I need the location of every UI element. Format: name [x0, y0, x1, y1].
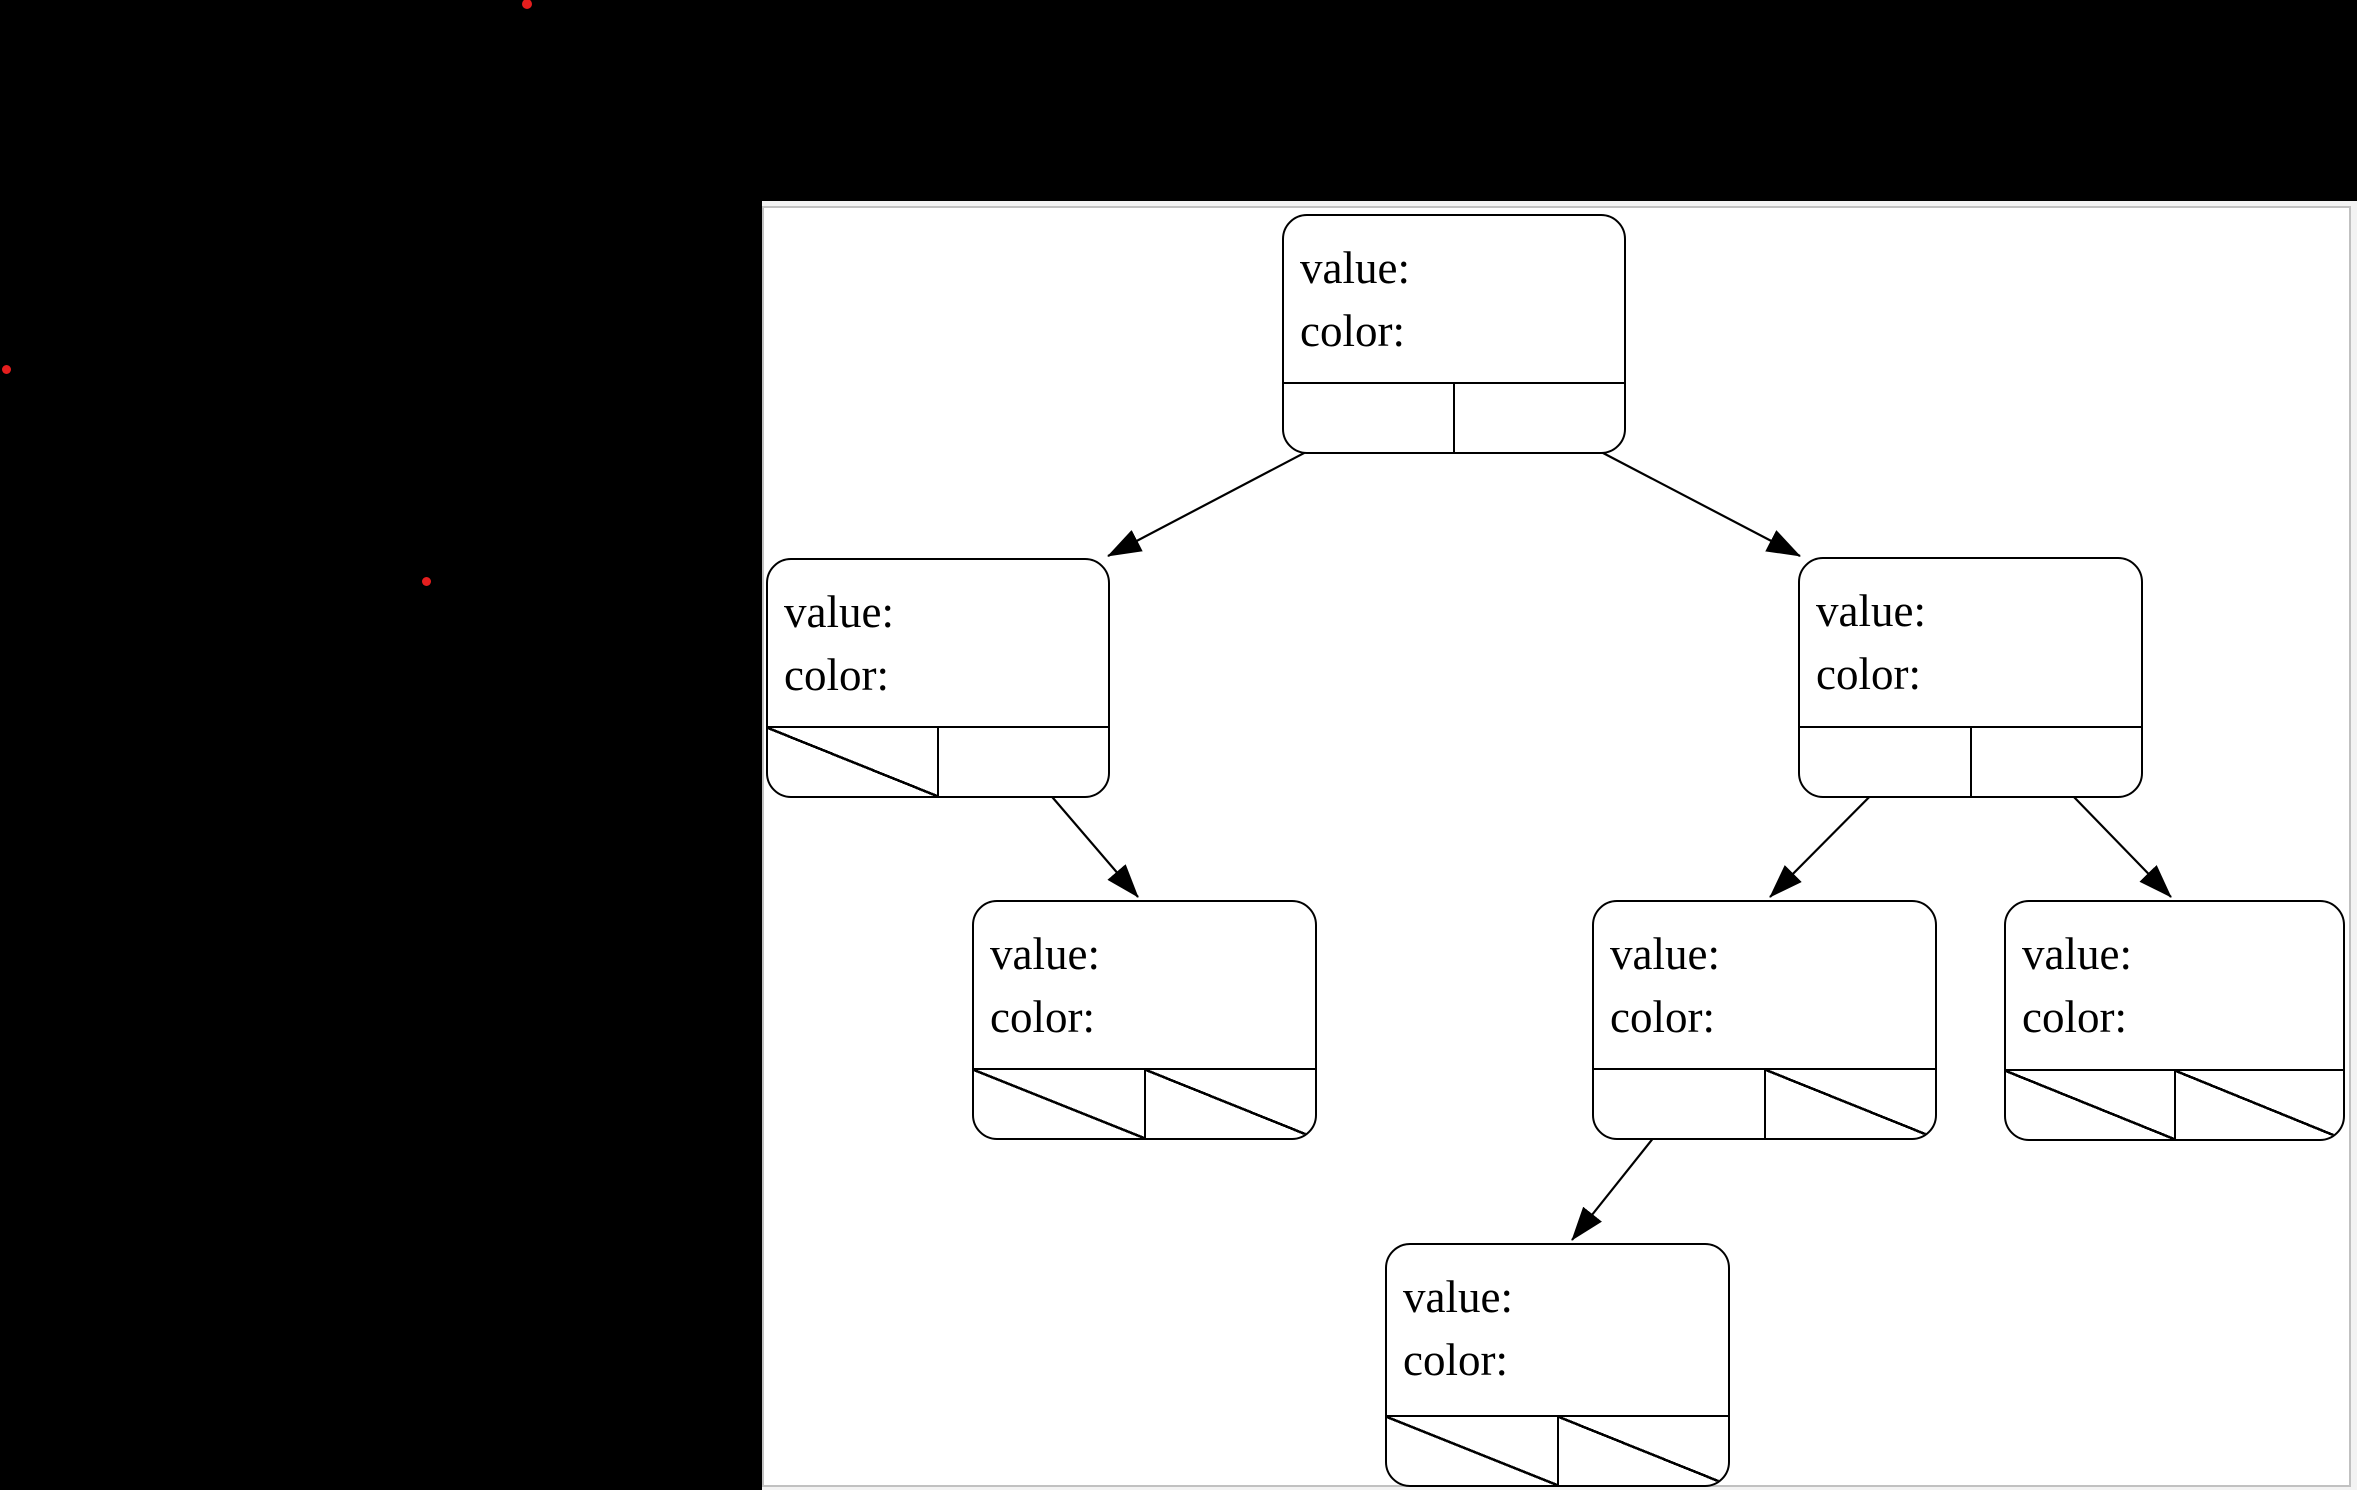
- right-pointer-cell: [1972, 728, 2142, 796]
- node-text: value: color:: [1284, 216, 1624, 363]
- pointer-row: [2006, 1069, 2343, 1139]
- node-color-label: color:: [1610, 992, 1715, 1042]
- tree-node-right-subtree-right-child: value: color:: [2004, 900, 2345, 1141]
- left-pointer-cell: [1800, 728, 1972, 796]
- pointer-row: [1594, 1068, 1935, 1138]
- node-value-label: value:: [2022, 929, 2132, 979]
- right-pointer-cell-null-slash: [1145, 1070, 1315, 1138]
- pointer-row: [1284, 382, 1624, 452]
- right-pointer-cell-null-slash: [1558, 1417, 1728, 1485]
- node-text: value: color:: [768, 560, 1108, 707]
- node-text: value: color:: [1800, 559, 2141, 706]
- tree-node-root: value: color:: [1282, 214, 1626, 454]
- node-color-label: color:: [2022, 992, 2127, 1042]
- left-pointer-cell: [1284, 384, 1455, 452]
- pointer-row: [1800, 726, 2141, 796]
- tree-node-right-subtree-left-grandchild: value: color:: [1385, 1243, 1730, 1487]
- left-pointer-cell: [1594, 1070, 1766, 1138]
- node-color-label: color:: [1300, 306, 1405, 356]
- node-color-label: color:: [784, 650, 889, 700]
- node-text: value: color:: [974, 902, 1315, 1049]
- red-dot-3: [421, 576, 431, 586]
- tree-node-root-right-child: value: color:: [1798, 557, 2143, 798]
- left-pointer-cell-null-slash: [2006, 1071, 2176, 1139]
- tree-node-left-subtree-right-child: value: color:: [972, 900, 1317, 1140]
- left-pointer-cell-null-slash: [768, 728, 939, 796]
- right-pointer-cell: [939, 728, 1108, 796]
- right-pointer-cell-null-slash: [1765, 1070, 1935, 1138]
- right-pointer-cell-null-slash: [2175, 1071, 2343, 1139]
- node-color-label: color:: [990, 992, 1095, 1042]
- tree-node-root-left-child: value: color:: [766, 558, 1110, 798]
- node-color-label: color:: [1816, 649, 1921, 699]
- red-dot-2: [1, 364, 11, 374]
- node-value-label: value:: [990, 929, 1100, 979]
- pointer-row: [974, 1068, 1315, 1138]
- left-pointer-cell-null-slash: [974, 1070, 1146, 1138]
- node-color-label: color:: [1403, 1335, 1508, 1385]
- left-pointer-cell-null-slash: [1387, 1417, 1559, 1485]
- node-text: value: color:: [1387, 1245, 1728, 1392]
- red-dot-1: [522, 0, 532, 9]
- node-text: value: color:: [2006, 902, 2343, 1049]
- tree-node-right-subtree-left-child: value: color:: [1592, 900, 1937, 1140]
- node-value-label: value:: [1816, 586, 1926, 636]
- right-pointer-cell: [1455, 384, 1624, 452]
- node-text: value: color:: [1594, 902, 1935, 1049]
- pointer-row: [768, 726, 1108, 796]
- node-value-label: value:: [1300, 243, 1410, 293]
- pointer-row: [1387, 1415, 1728, 1485]
- node-value-label: value:: [1403, 1272, 1513, 1322]
- node-value-label: value:: [784, 587, 894, 637]
- node-value-label: value:: [1610, 929, 1720, 979]
